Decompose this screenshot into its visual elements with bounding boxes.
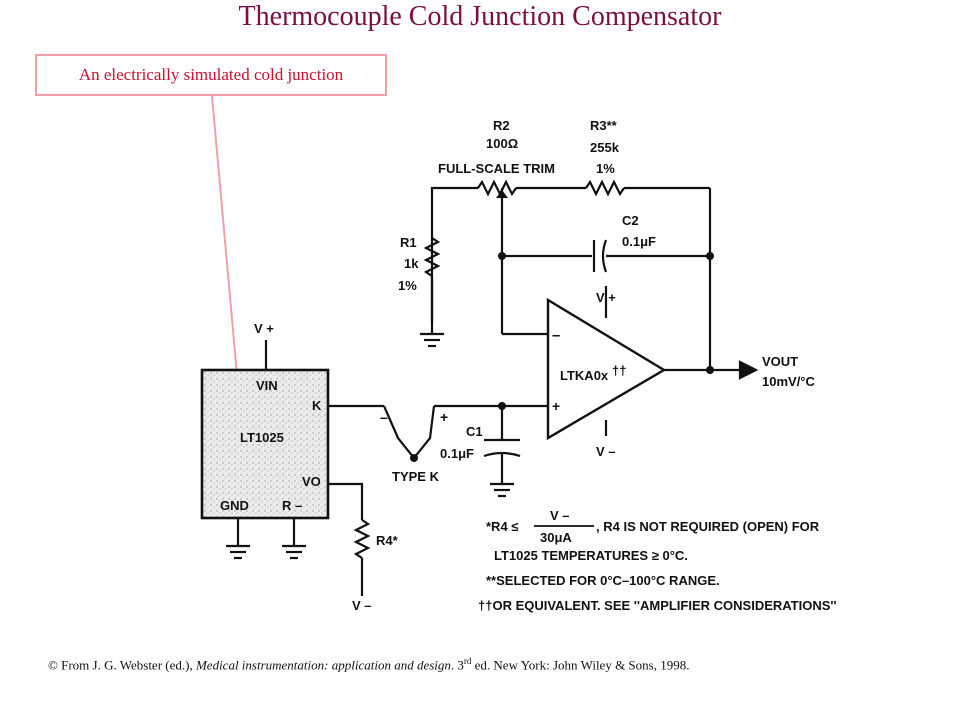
ic-vplus: V + [254, 321, 274, 336]
r3-tol: 1% [596, 161, 615, 176]
callout-text: An electrically simulated cold junction [78, 65, 344, 84]
c1-value: 0.1μF [440, 446, 474, 461]
callout-box: An electrically simulated cold junction [35, 54, 387, 96]
c2-name: C2 [622, 213, 639, 228]
r1-resistor [423, 237, 441, 277]
node-dot [498, 252, 506, 260]
note-2: LT1025 TEMPERATURES ≥ 0°C. [494, 548, 688, 563]
citation-book: Medical instrumentation: application and… [195, 657, 451, 673]
note-1-denominator: 30μA [540, 530, 572, 545]
note-4: ††OR EQUIVALENT. SEE ''AMPLIFIER CONSIDE… [478, 598, 837, 613]
opamp-vminus: V – [596, 444, 616, 459]
thermocouple-plus: + [440, 409, 448, 425]
ic-k: K [312, 398, 322, 413]
note-1-numerator: V – [550, 508, 570, 523]
node-dot [706, 366, 714, 374]
citation-sup: rd [463, 656, 472, 666]
note-3: **SELECTED FOR 0°C–100°C RANGE. [486, 573, 720, 588]
r4-supply: V – [352, 598, 372, 613]
opamp-inv-input: – [552, 327, 560, 344]
opamp-vplus: V + [596, 290, 616, 305]
r1-name: R1 [400, 235, 417, 250]
ic-vo: VO [302, 474, 321, 489]
r4-resistor [353, 519, 371, 559]
opamp-triangle [546, 297, 667, 441]
node-dot [410, 454, 418, 462]
c2-value: 0.1μF [622, 234, 656, 249]
thermocouple-junction [382, 405, 436, 460]
c1-name: C1 [466, 424, 483, 439]
output-label: VOUT [762, 354, 798, 369]
page-title: Thermocouple Cold Junction Compensator [238, 1, 722, 32]
ic-vin: VIN [256, 378, 278, 393]
r2-name: R2 [493, 118, 510, 133]
opamp-name: LTKA0x [560, 368, 609, 383]
citation-prefix: © From J. G. Webster (ed.), [48, 657, 196, 673]
feedback-wire-top [430, 186, 478, 322]
r1-value: 1k [404, 256, 419, 271]
citation-mid: . 3 [450, 657, 464, 673]
r3-name: R3** [590, 118, 618, 133]
citation-suffix: ed. New York: John Wiley & Sons, 1998. [471, 657, 690, 673]
r2-value: 100Ω [486, 136, 518, 151]
r4-name: R4* [376, 533, 399, 548]
node-dot [498, 402, 506, 410]
r3-resistor [585, 179, 625, 197]
ic-name: LT1025 [240, 430, 284, 445]
ic-gnd: GND [220, 498, 249, 513]
c2-plate-right [601, 239, 608, 273]
ic-rminus: R – [282, 498, 302, 513]
r2-resistor [477, 179, 517, 197]
wiper-arrow [496, 190, 508, 198]
thermocouple-minus: – [380, 409, 388, 425]
r1-tol: 1% [398, 278, 417, 293]
output-arrow [738, 360, 759, 380]
thermocouple-label: TYPE K [392, 469, 440, 484]
callout-pointer [211, 95, 239, 387]
citation: © From J. G. Webster (ed.), Medical inst… [48, 656, 689, 673]
c1-plate-bottom [483, 451, 521, 458]
output-scale: 10mV/°C [762, 374, 816, 389]
r3-value: 255k [590, 140, 620, 155]
node-dot [706, 252, 714, 260]
lt1025-chip [200, 368, 330, 520]
note-1a: *R4 ≤ [486, 519, 518, 534]
r2-note: FULL-SCALE TRIM [438, 161, 555, 176]
opamp-noninv-input: + [552, 398, 560, 414]
note-1b: , R4 IS NOT REQUIRED (OPEN) FOR [596, 519, 820, 534]
opamp-mark: †† [612, 363, 626, 378]
